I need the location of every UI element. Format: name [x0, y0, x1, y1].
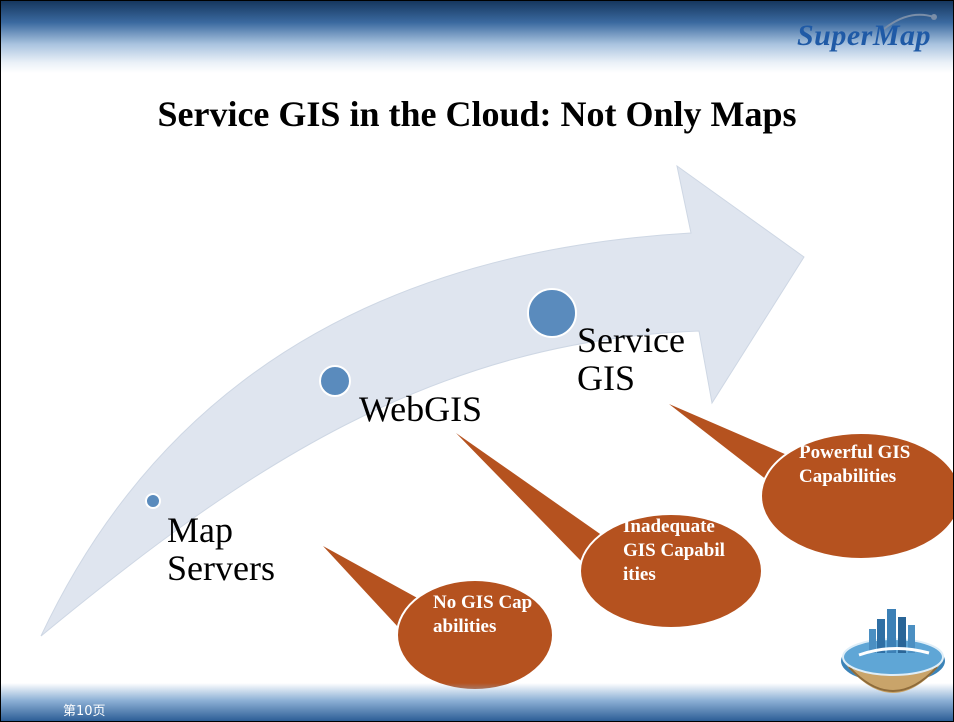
- callout-text-3: Powerful GIS Capabilities: [799, 442, 911, 487]
- supermap-logo: SuperMap: [796, 19, 931, 52]
- callout-text-2: Inadequate GIS Capabilities: [623, 516, 725, 585]
- callout-text-1: No GIS Capabilities: [433, 592, 533, 637]
- page-number: 第10页: [63, 704, 106, 719]
- stage-dot-service-gis: [527, 288, 577, 338]
- callout-bubble-3: [760, 432, 953, 560]
- stage-dot-webgis: [319, 365, 351, 397]
- stage-dot-map-servers: [145, 493, 161, 509]
- stage-label-map-servers: Map Servers: [167, 510, 275, 588]
- stage-label-service-gis: Service GIS: [577, 320, 685, 398]
- callout-tail-2: [456, 433, 603, 561]
- header-band: [1, 1, 953, 73]
- callout-tail-3: [669, 404, 801, 491]
- stage-label-webgis: WebGIS: [359, 389, 483, 429]
- footer-band: [1, 683, 953, 721]
- globe-city-icon: [841, 609, 945, 693]
- callout-bubble-2: [579, 513, 763, 629]
- growth-arrow: [40, 164, 805, 637]
- slide-title: Service GIS in the Cloud: Not Only Maps: [157, 94, 797, 134]
- logo-swoosh-icon: [883, 13, 937, 30]
